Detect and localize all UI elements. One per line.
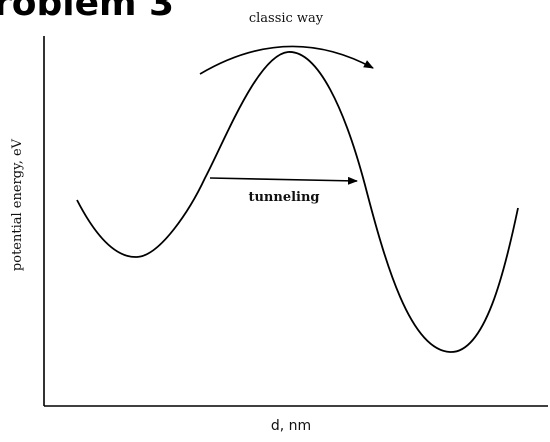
tunneling-arrow [209,176,358,185]
page-heading: roblem 3 [0,0,175,24]
classic-way-label: classic way [249,11,324,26]
y-axis-label: potential energy, eV [10,138,25,271]
potential-energy-curve [76,51,519,353]
x-axis-label: d, nm [271,418,311,434]
classic-way-arrow [199,45,374,75]
tunneling-label: tunneling [248,190,319,205]
